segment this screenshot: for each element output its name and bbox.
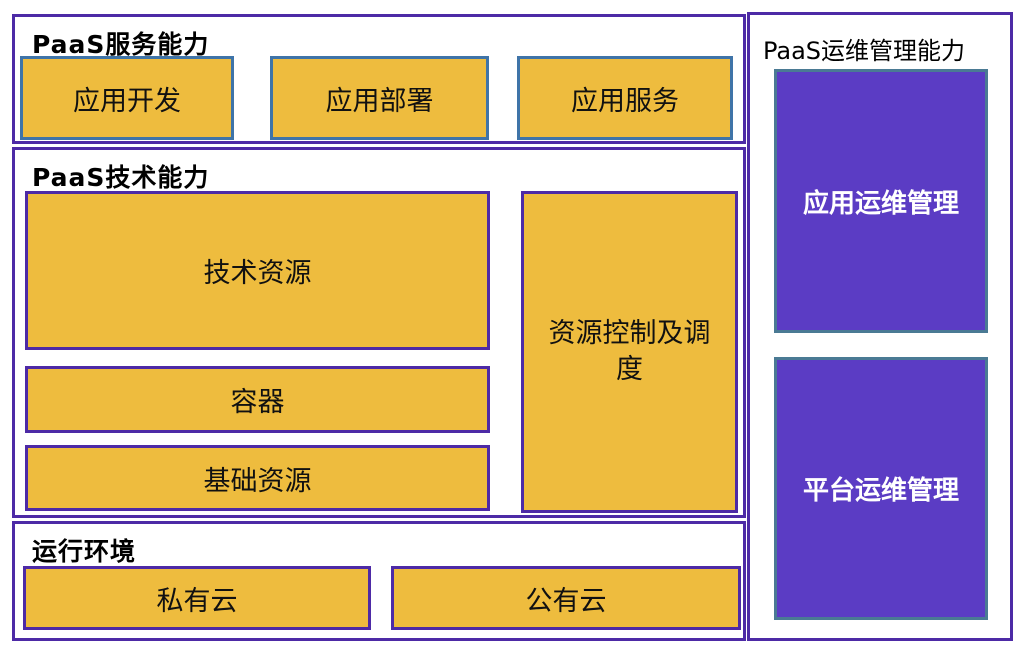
block-label: 资源控制及调度 — [548, 317, 711, 385]
block-platform-ops-management: 平台运维管理 — [774, 357, 988, 620]
block-label: 应用部署 — [325, 85, 434, 117]
block-label: 基础资源 — [203, 465, 312, 497]
block-public-cloud: 公有云 — [391, 566, 741, 630]
block-app-deployment: 应用部署 — [270, 56, 489, 140]
section-title-paas-tech: PaaS技术能力 — [32, 163, 210, 192]
block-label: 技术资源 — [203, 258, 312, 289]
section-title-paas-service: PaaS服务能力 — [32, 30, 210, 59]
block-label: 公有云 — [525, 585, 607, 617]
block-label: 私有云 — [156, 585, 238, 617]
block-technical-resources: 技术资源 — [25, 191, 490, 350]
block-app-development: 应用开发 — [20, 56, 234, 140]
section-title-paas-ops: PaaS运维管理能力 — [763, 37, 966, 65]
block-private-cloud: 私有云 — [23, 566, 371, 630]
block-label: 应用开发 — [73, 85, 181, 117]
section-paas-ops-management: PaaS运维管理能力 应用运维管理 平台运维管理 — [747, 12, 1013, 641]
block-label: 容器 — [230, 387, 285, 418]
block-app-ops-management: 应用运维管理 — [774, 69, 988, 333]
block-label: 应用服务 — [571, 85, 679, 117]
section-runtime-environment: 运行环境 私有云 公有云 — [12, 521, 746, 641]
section-title-runtime-env: 运行环境 — [32, 537, 137, 566]
section-paas-service-capability: PaaS服务能力 应用开发 应用部署 应用服务 — [12, 14, 746, 144]
block-resource-control-scheduling: 资源控制及调度 — [521, 191, 738, 513]
block-basic-resources: 基础资源 — [25, 445, 490, 511]
block-containers: 容器 — [25, 366, 490, 433]
section-paas-technical-capability: PaaS技术能力 技术资源 容器 基础资源 资源控制及调度 — [12, 147, 746, 518]
block-app-service: 应用服务 — [517, 56, 733, 140]
block-label: 应用运维管理 — [802, 188, 959, 219]
block-label: 平台运维管理 — [802, 476, 959, 506]
